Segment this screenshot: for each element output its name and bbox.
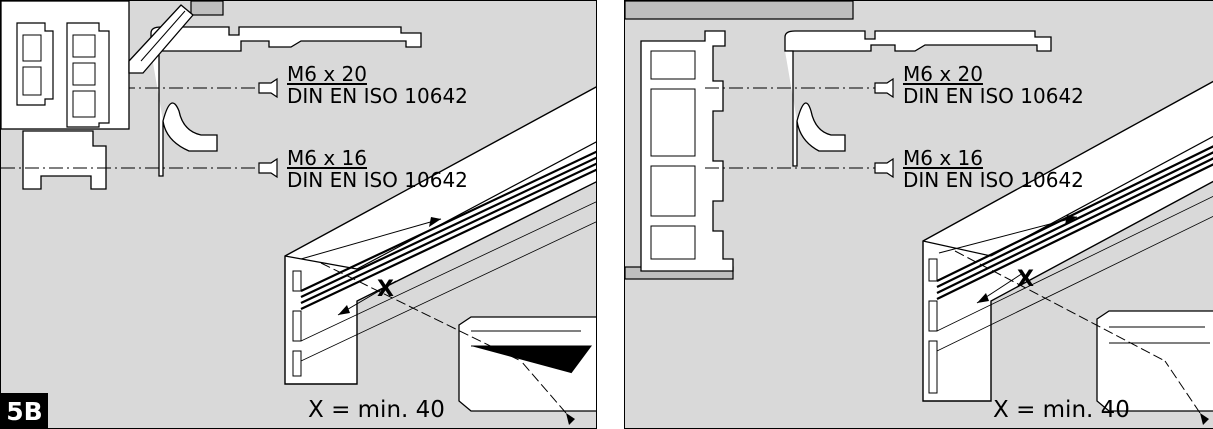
- screw-bottom-label: M6 x 16 DIN EN ISO 10642: [287, 147, 468, 191]
- tall-wall-profile: [640, 30, 734, 272]
- hanger-profile: [151, 50, 218, 177]
- screw-top-standard: DIN EN ISO 10642: [903, 84, 1084, 108]
- main-rail: [284, 86, 596, 385]
- dim-arrow-1: [938, 216, 1078, 254]
- screw-bottom-icon: [874, 157, 894, 179]
- lower-rail: [1096, 310, 1213, 412]
- screw-tip-icon: [566, 413, 575, 425]
- screw-bottom-label: M6 x 16 DIN EN ISO 10642: [903, 147, 1084, 191]
- screw-bottom-size: M6 x 16: [903, 146, 983, 170]
- dim-arrow-1: [300, 218, 442, 260]
- screw-top-standard: DIN EN ISO 10642: [287, 84, 468, 108]
- tall-profile-cells: [650, 50, 696, 260]
- screw-top-size: M6 x 20: [287, 62, 367, 86]
- screw-top-size: M6 x 20: [903, 62, 983, 86]
- top-rail-profile: [784, 30, 1052, 52]
- screw-axis: [520, 360, 567, 414]
- screw-top-label: M6 x 20 DIN EN ISO 10642: [287, 63, 468, 107]
- screw-bottom-standard: DIN EN ISO 10642: [287, 168, 468, 192]
- step-badge: 5B: [1, 393, 48, 428]
- screw-tip-icon: [1200, 413, 1209, 425]
- screw-bottom-size: M6 x 16: [287, 146, 367, 170]
- measure-line: [320, 262, 522, 362]
- measure-line: [954, 250, 1166, 362]
- screw-bottom-standard: DIN EN ISO 10642: [903, 168, 1084, 192]
- distance-caption: X = min. 40: [993, 397, 1130, 423]
- panel-right: M6 x 20 DIN EN ISO 10642 M6 x 16 DIN EN …: [624, 0, 1213, 429]
- panel-left: M6 x 20 DIN EN ISO 10642 M6 x 16 DIN EN …: [0, 0, 597, 429]
- screw-axis: [1164, 360, 1201, 414]
- distance-marker: X: [377, 277, 394, 302]
- lower-rail: [458, 316, 596, 412]
- screw-bottom-icon: [258, 157, 278, 179]
- left-illustration: [1, 1, 596, 425]
- wall-profile: [22, 130, 107, 190]
- screwdriver-icon: [128, 4, 194, 74]
- inset-profile-large-icon: [66, 22, 110, 128]
- distance-caption: X = min. 40: [308, 397, 445, 423]
- inset-box: [1, 1, 130, 130]
- screw-top-label: M6 x 20 DIN EN ISO 10642: [903, 63, 1084, 107]
- top-rail-profile: [150, 26, 422, 52]
- hanger-profile: [785, 50, 846, 167]
- distance-marker: X: [1017, 267, 1034, 292]
- screw-top-icon: [258, 77, 278, 99]
- inset-profile-small-icon: [16, 22, 54, 106]
- wall-strip-top: [625, 1, 854, 20]
- right-illustration: [625, 1, 1213, 425]
- wall-strip: [190, 1, 224, 16]
- screw-top-icon: [874, 77, 894, 99]
